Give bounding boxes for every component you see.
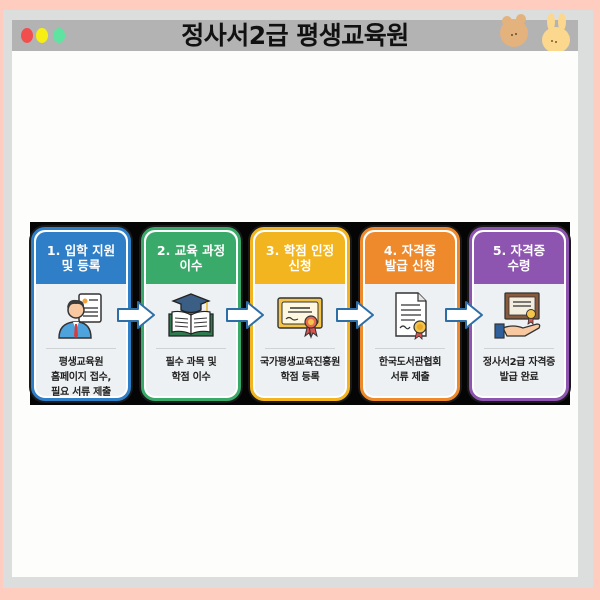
step-title-line: 1. 입학 지원 [46, 243, 116, 258]
divider [46, 348, 116, 349]
divider [375, 348, 445, 349]
desc-line: 서류 제출 [390, 372, 430, 383]
step-title-line: 수령 [507, 258, 531, 273]
step-title-line: 2. 교육 과정 [156, 243, 226, 258]
desc-line: 학점 이수 [171, 372, 211, 383]
graduation-book-icon [144, 284, 238, 346]
desc-line: 국가평생교육진흥원 [259, 357, 341, 368]
step-description: 국가평생교육진흥원 학점 등록 [253, 355, 347, 385]
window-title: 정사서2급 평생교육원 [181, 21, 409, 50]
arrow-right-icon [226, 301, 264, 329]
maximize-dot-icon[interactable] [53, 28, 65, 43]
certificate-ribbon-icon [253, 284, 347, 346]
desc-line: 정사서2급 자격증 [482, 357, 556, 368]
bunny-sticker-icon [542, 13, 570, 53]
step-title-line: 4. 자격증 [383, 243, 437, 258]
minimize-dot-icon[interactable] [36, 28, 48, 43]
document-seal-icon [363, 284, 457, 346]
divider [484, 348, 554, 349]
bear-sticker-icon [500, 14, 528, 47]
arrow-right-icon [445, 301, 483, 329]
step-description: 한국도서관협회 서류 제출 [363, 355, 457, 385]
arrow-right-icon [336, 301, 374, 329]
step-description: 정사서2급 자격증 발급 완료 [472, 355, 566, 385]
title-bar: 정사서2급 평생교육원 [12, 20, 578, 51]
applicant-resume-icon [34, 284, 128, 346]
desc-line: 평생교육원 [58, 357, 104, 368]
desc-line: 필요 서류 제출 [51, 387, 111, 398]
desc-line: 홈페이지 접수, [50, 372, 112, 383]
arrow-right-icon [117, 301, 155, 329]
desc-line: 발급 완료 [499, 372, 539, 383]
hand-certificate-icon [472, 284, 566, 346]
divider [265, 348, 335, 349]
step-title-line: 신청 [288, 258, 312, 273]
step-description: 평생교육원 홈페이지 접수, 필요 서류 제출 [34, 355, 128, 398]
step-title-line: 5. 자격증 [492, 243, 546, 258]
desc-line: 한국도서관협회 [378, 357, 442, 368]
step-description: 필수 과목 및 학점 이수 [144, 355, 238, 385]
divider [156, 348, 226, 349]
desc-line: 학점 등록 [280, 372, 320, 383]
step-title-line: 이수 [179, 258, 203, 273]
desc-line: 필수 과목 및 [165, 357, 217, 368]
close-dot-icon[interactable] [21, 28, 33, 43]
step-title-line: 발급 신청 [384, 258, 436, 273]
step-title-line: 3. 학점 인정 [265, 243, 335, 258]
step-title-line: 및 등록 [61, 258, 101, 273]
